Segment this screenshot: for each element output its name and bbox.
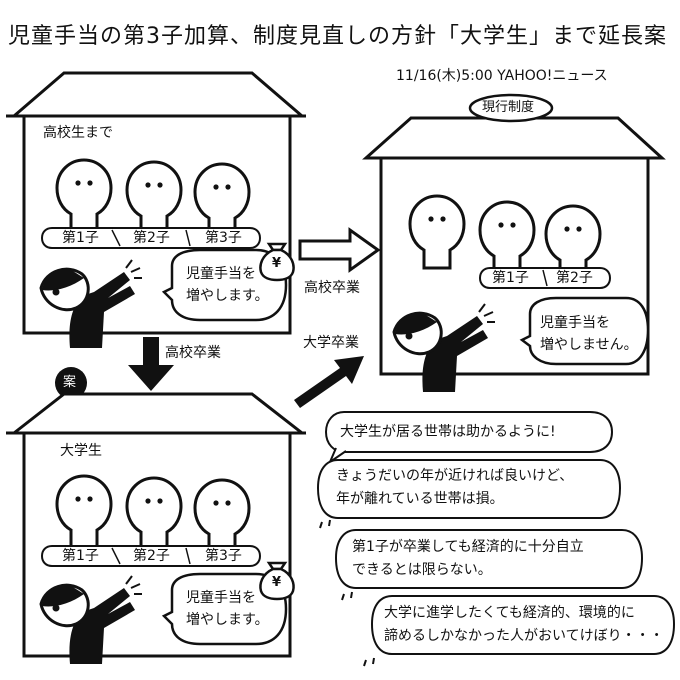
comment-bubble xyxy=(324,411,614,465)
comment-text: 大学生が居る世帯は助かるように! xyxy=(340,421,556,444)
comment-line: きょうだいの年が近ければ良いけど、 xyxy=(336,468,574,484)
comment-bubble xyxy=(334,529,644,601)
arrow-diagonal xyxy=(294,356,364,408)
kids-top-left xyxy=(40,158,262,249)
kid-label: 第1子 xyxy=(62,230,99,246)
page-title: 児童手当の第3子加算、制度見直しの方針「大学生」まで延長案 xyxy=(8,24,667,49)
arrow-down xyxy=(128,337,174,391)
arrow-diagonal-label: 大学卒業 xyxy=(303,335,359,351)
speech-line: 児童手当を xyxy=(186,590,256,606)
speech-text: 児童手当を 増やします。 xyxy=(186,587,269,631)
arrow-right xyxy=(298,227,381,273)
arrow-right-label: 高校卒業 xyxy=(304,280,360,296)
speech-line: 増やします。 xyxy=(186,612,269,628)
speech-bubble-top-left xyxy=(161,248,288,322)
kid-label: 第1子 xyxy=(62,548,99,564)
comment-line: 諦めるしかなかった人がおいてけぼり・・・ xyxy=(384,628,664,644)
comment-line: 大学に進学したくても経済的、環境的に xyxy=(384,605,635,621)
current-tag-label: 現行制度 xyxy=(482,100,535,115)
kid-label: 第3子 xyxy=(205,548,242,564)
house-bottom-left-label: 大学生 xyxy=(60,443,102,459)
comment-text: きょうだいの年が近ければ良いけど、 年が離れている世帯は損。 xyxy=(336,465,573,511)
kids-right xyxy=(408,194,612,289)
speech-text: 児童手当を 増やしません。 xyxy=(540,312,638,356)
speech-bubble-right xyxy=(519,296,650,366)
comment-bubble xyxy=(363,595,676,667)
kid-label: 第2子 xyxy=(133,548,170,564)
arrow-down-label: 高校卒業 xyxy=(165,345,221,361)
speech-line: 増やしません。 xyxy=(540,337,638,353)
kid-label: 第3子 xyxy=(205,230,242,246)
speech-line: 増やします。 xyxy=(186,288,269,304)
yen-icon: ¥ xyxy=(272,575,282,590)
comment-line: 第1子が卒業しても経済的に十分自立 xyxy=(352,539,584,555)
speech-text: 児童手当を 増やします。 xyxy=(186,263,269,307)
proposal-tag-label: 案 xyxy=(63,375,77,390)
kid-label: 第1子 xyxy=(492,270,529,286)
house-top-left-label: 高校生まで xyxy=(43,125,113,141)
comment-line: 年が離れている世帯は損。 xyxy=(336,491,504,507)
speech-bubble-bottom-left xyxy=(161,572,288,646)
speech-line: 児童手当を xyxy=(540,315,610,331)
comment-text: 大学に進学したくても経済的、環境的に 諦めるしかなかった人がおいてけぼり・・・ xyxy=(384,602,664,648)
source-line: 11/16(木)5:00 YAHOO!ニュース xyxy=(396,68,608,84)
current-tag xyxy=(468,93,554,123)
comment-line: できるとは限らない。 xyxy=(352,562,492,578)
comment-text: 第1子が卒業しても経済的に十分自立 できるとは限らない。 xyxy=(352,536,584,582)
proposal-tag xyxy=(55,367,87,399)
kid-label: 第2子 xyxy=(133,230,170,246)
yen-icon: ¥ xyxy=(272,256,282,271)
speech-line: 児童手当を xyxy=(186,266,256,282)
comment-bubble xyxy=(316,459,622,529)
kid-label: 第2子 xyxy=(556,270,593,286)
kids-bottom-left xyxy=(40,474,262,567)
comment-line: 大学生が居る世帯は助かるように! xyxy=(340,424,556,440)
